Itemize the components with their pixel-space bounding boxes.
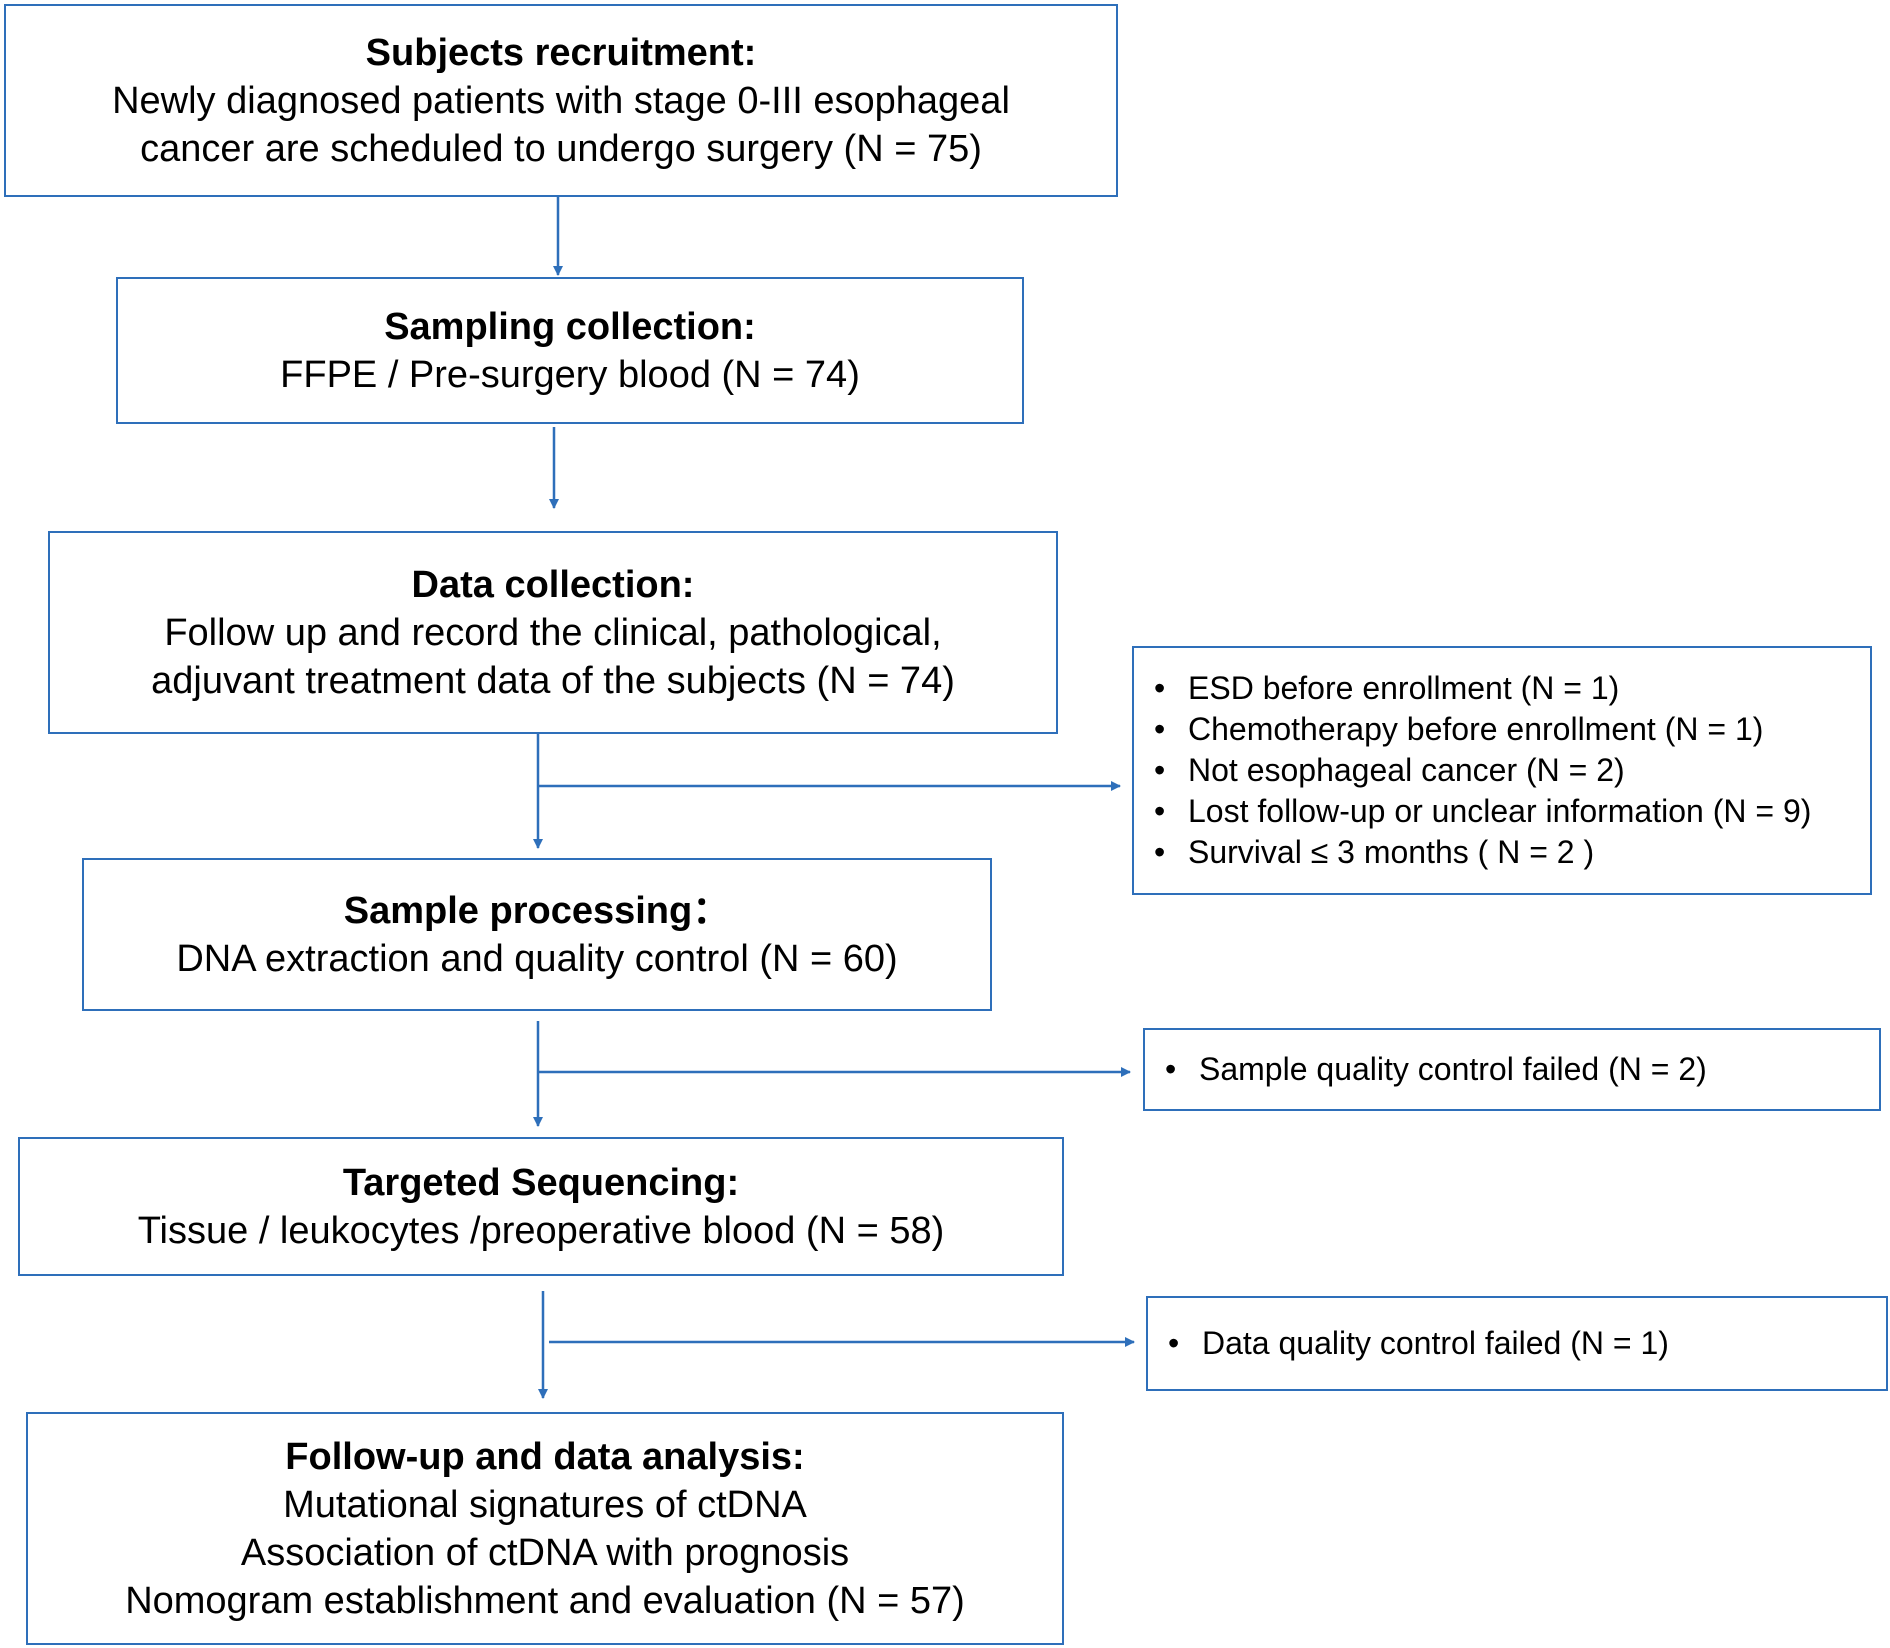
step-text-line: Mutational signatures of ctDNA [283, 1483, 807, 1526]
bullet-icon: • [1165, 1051, 1177, 1087]
step-title: Sample processing： [343, 889, 731, 932]
exclusion-box-targeted-sequencing: •Data quality control failed (N = 1) [1146, 1296, 1888, 1391]
step-data-collection: Data collection: Follow up and record th… [48, 531, 1058, 734]
exclusion-box-sample-processing: •Sample quality control failed (N = 2) [1143, 1028, 1881, 1111]
exclusion-item: •Survival ≤ 3 months ( N = 2 ) [1154, 832, 1870, 873]
bullet-icon: • [1168, 1325, 1180, 1361]
exclusion-item: •Chemotherapy before enrollment (N = 1) [1154, 709, 1870, 750]
step-title: Follow-up and data analysis: [285, 1435, 805, 1478]
step-title: Subjects recruitment: [365, 31, 757, 74]
step-follow-up-analysis: Follow-up and data analysis: Mutational … [26, 1412, 1064, 1645]
exclusion-item: •Lost follow-up or unclear information (… [1154, 791, 1870, 832]
step-sample-processing: Sample processing： DNA extraction and qu… [82, 858, 992, 1011]
exclusion-box-data-collection: •ESD before enrollment (N = 1) •Chemothe… [1132, 646, 1872, 895]
step-text-line: DNA extraction and quality control (N = … [176, 937, 898, 980]
exclusion-item: •Data quality control failed (N = 1) [1168, 1323, 1886, 1364]
bullet-icon: • [1154, 752, 1166, 788]
step-sampling-collection: Sampling collection: FFPE / Pre-surgery … [116, 277, 1024, 424]
step-text-line: Newly diagnosed patients with stage 0-II… [112, 79, 1010, 122]
exclusion-item: •Not esophageal cancer (N = 2) [1154, 750, 1870, 791]
step-subjects-recruitment: Subjects recruitment: Newly diagnosed pa… [4, 4, 1118, 197]
step-title: Targeted Sequencing: [342, 1161, 740, 1204]
step-targeted-sequencing: Targeted Sequencing: Tissue / leukocytes… [18, 1137, 1064, 1276]
step-title: Data collection: [411, 563, 695, 606]
step-text-line: Tissue / leukocytes /preoperative blood … [137, 1209, 945, 1252]
exclusion-item: •ESD before enrollment (N = 1) [1154, 668, 1870, 709]
step-text-line: adjuvant treatment data of the subjects … [151, 659, 955, 702]
bullet-icon: • [1154, 670, 1166, 706]
step-title: Sampling collection: [384, 305, 756, 348]
bullet-icon: • [1154, 834, 1166, 870]
step-text-line: FFPE / Pre-surgery blood (N = 74) [280, 353, 860, 396]
step-text-line: Association of ctDNA with prognosis [240, 1531, 850, 1574]
step-text-line: cancer are scheduled to undergo surgery … [140, 127, 982, 170]
exclusion-item: •Sample quality control failed (N = 2) [1165, 1049, 1879, 1090]
bullet-icon: • [1154, 711, 1166, 747]
step-text-line: Nomogram establishment and evaluation (N… [125, 1579, 965, 1622]
step-text-line: Follow up and record the clinical, patho… [164, 611, 942, 654]
bullet-icon: • [1154, 793, 1166, 829]
